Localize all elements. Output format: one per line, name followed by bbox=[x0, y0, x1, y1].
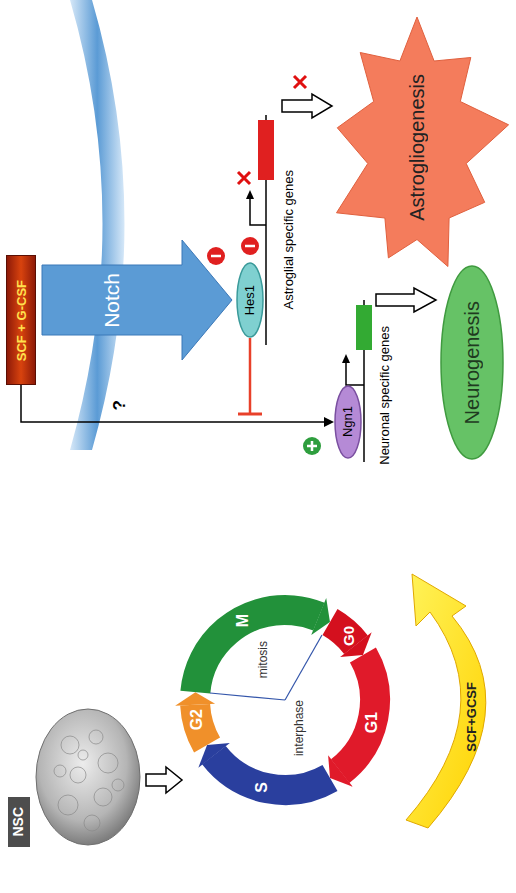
activation-sign bbox=[303, 437, 321, 455]
phase-label-box: G0 bbox=[336, 621, 362, 651]
phase-label: G1 bbox=[363, 712, 381, 733]
block-cross bbox=[294, 76, 306, 88]
node-text: Notch bbox=[100, 273, 123, 328]
factor-ellipse: Ngn1 bbox=[334, 385, 362, 459]
phase-label: M bbox=[234, 614, 252, 627]
cell-texture bbox=[84, 815, 100, 831]
gene-label: Astroglial specific genes bbox=[282, 170, 296, 309]
node-text: SCF+GCSF bbox=[465, 682, 479, 752]
region-label: mitosis bbox=[257, 641, 270, 678]
gene-label-box: Astroglial specific genes bbox=[280, 140, 298, 340]
phase-label-box: S bbox=[249, 772, 275, 802]
transcription-arrow bbox=[250, 198, 266, 225]
minus-mark bbox=[211, 255, 221, 258]
star-shape bbox=[337, 17, 509, 267]
node-text: Neurogenesis bbox=[461, 301, 483, 424]
node-text-box: SCF + G-CSF bbox=[7, 256, 37, 386]
inhibition-line bbox=[249, 338, 252, 413]
phase-label-box: G2 bbox=[184, 705, 210, 735]
stimulus-box: SCF + G-CSF bbox=[6, 255, 36, 385]
cell-texture bbox=[98, 753, 118, 773]
region-label: interphase bbox=[293, 700, 306, 756]
cycle-phase-arc bbox=[162, 577, 408, 823]
cell-texture bbox=[70, 767, 86, 783]
node-text-box: NSC bbox=[8, 797, 30, 847]
cycle-phase-arc bbox=[162, 577, 408, 823]
region-label-box: mitosis bbox=[256, 632, 272, 688]
ellipse-shape bbox=[335, 386, 361, 458]
cell-photo: NSC bbox=[8, 705, 143, 855]
block-cross bbox=[238, 172, 250, 184]
edge-label-box: ? bbox=[110, 393, 130, 417]
node-text-box: Ngn1 bbox=[334, 385, 362, 459]
cycle-phase-arc bbox=[162, 577, 408, 823]
arrow-head bbox=[174, 691, 215, 706]
gene-label-box: Neuronal specific genes bbox=[376, 318, 394, 473]
connector-line bbox=[21, 385, 326, 422]
hollow-arrow bbox=[376, 288, 436, 312]
gene-label: Neuronal specific genes bbox=[378, 326, 392, 465]
cell-membrane bbox=[70, 0, 125, 450]
node-text-box: Hes1 bbox=[236, 262, 264, 338]
arrow-head bbox=[324, 417, 334, 427]
node-text-box: SCF+GCSF bbox=[461, 672, 483, 762]
cycle-phase-arc bbox=[187, 602, 382, 797]
gene-block bbox=[258, 120, 274, 180]
inhibition-bar bbox=[238, 413, 262, 416]
node-text: NSC bbox=[11, 807, 26, 837]
signal-connector bbox=[21, 385, 334, 427]
phase-label-box: M bbox=[230, 606, 256, 636]
hollow-arrow bbox=[282, 94, 332, 118]
gene-block bbox=[356, 305, 372, 350]
phase-label: G0 bbox=[341, 626, 358, 646]
node-text: Astrogliogenesis bbox=[406, 74, 428, 221]
node-text: Ngn1 bbox=[341, 406, 355, 437]
transcription-arrow bbox=[346, 362, 364, 385]
node-outline bbox=[42, 240, 232, 360]
inhibition-sign bbox=[207, 247, 225, 265]
cell-texture bbox=[78, 750, 88, 760]
node-text: Hes1 bbox=[243, 285, 257, 315]
node-text: SCF + G-CSF bbox=[15, 280, 29, 361]
outcome-star: Astrogliogenesis bbox=[322, 15, 512, 280]
node-text-box: Astrogliogenesis bbox=[367, 55, 467, 240]
curved-arrow: SCF+GCSF bbox=[398, 560, 498, 840]
phase-divider bbox=[285, 635, 322, 700]
inhibition-sign bbox=[241, 237, 259, 255]
cell-texture bbox=[94, 788, 112, 806]
outcome-ellipse: Neurogenesis bbox=[440, 265, 504, 460]
arrow-head bbox=[246, 190, 254, 199]
ellipse-shape bbox=[237, 263, 263, 337]
stimulus-arc bbox=[406, 574, 486, 828]
cell-texture bbox=[58, 795, 78, 815]
cell-texture bbox=[61, 736, 79, 754]
cell-texture bbox=[54, 765, 66, 777]
node-outline bbox=[398, 560, 498, 840]
phase-label: G2 bbox=[188, 709, 206, 730]
phase-label: S bbox=[253, 782, 271, 793]
cycle-phase-arc bbox=[162, 577, 408, 823]
notch-arrow bbox=[42, 240, 232, 360]
arrow-head bbox=[342, 354, 350, 363]
ellipse-shape bbox=[441, 266, 503, 459]
cell-texture bbox=[89, 730, 103, 744]
receptor-arrow: Notch bbox=[42, 240, 232, 360]
neurosphere-image bbox=[36, 709, 140, 845]
phase-divider bbox=[210, 693, 285, 700]
plus-mark bbox=[307, 441, 317, 451]
cell-texture bbox=[112, 779, 124, 791]
region-label-box: interphase bbox=[292, 693, 308, 763]
node-text-box: Notch bbox=[42, 265, 182, 335]
factor-ellipse: Hes1 bbox=[236, 262, 264, 338]
edge-label: ? bbox=[111, 400, 130, 410]
minus-mark bbox=[245, 245, 255, 248]
node-text-box: Neurogenesis bbox=[440, 265, 504, 460]
phase-label-box: G1 bbox=[359, 708, 385, 738]
hollow-arrow bbox=[146, 767, 182, 793]
